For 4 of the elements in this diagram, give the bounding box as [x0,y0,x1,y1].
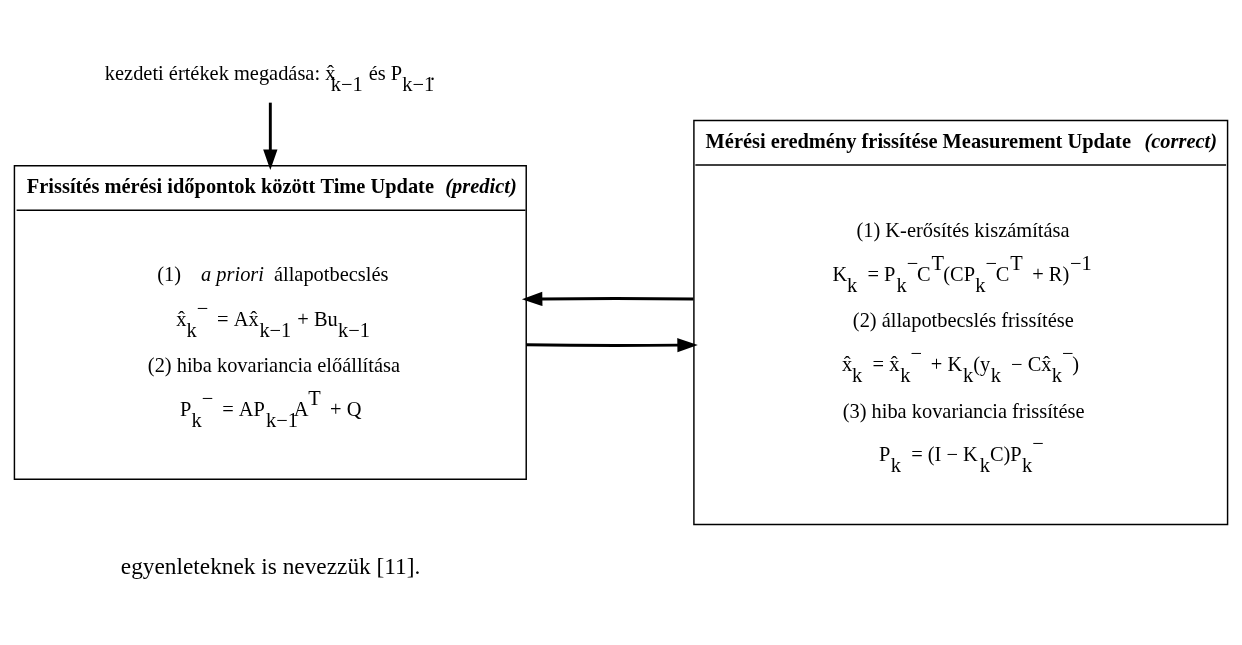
arrow [263,102,278,170]
label: egyenleteknek is nevezzük [11]. [120,553,421,580]
arrow [521,291,694,307]
arrow [526,337,698,353]
